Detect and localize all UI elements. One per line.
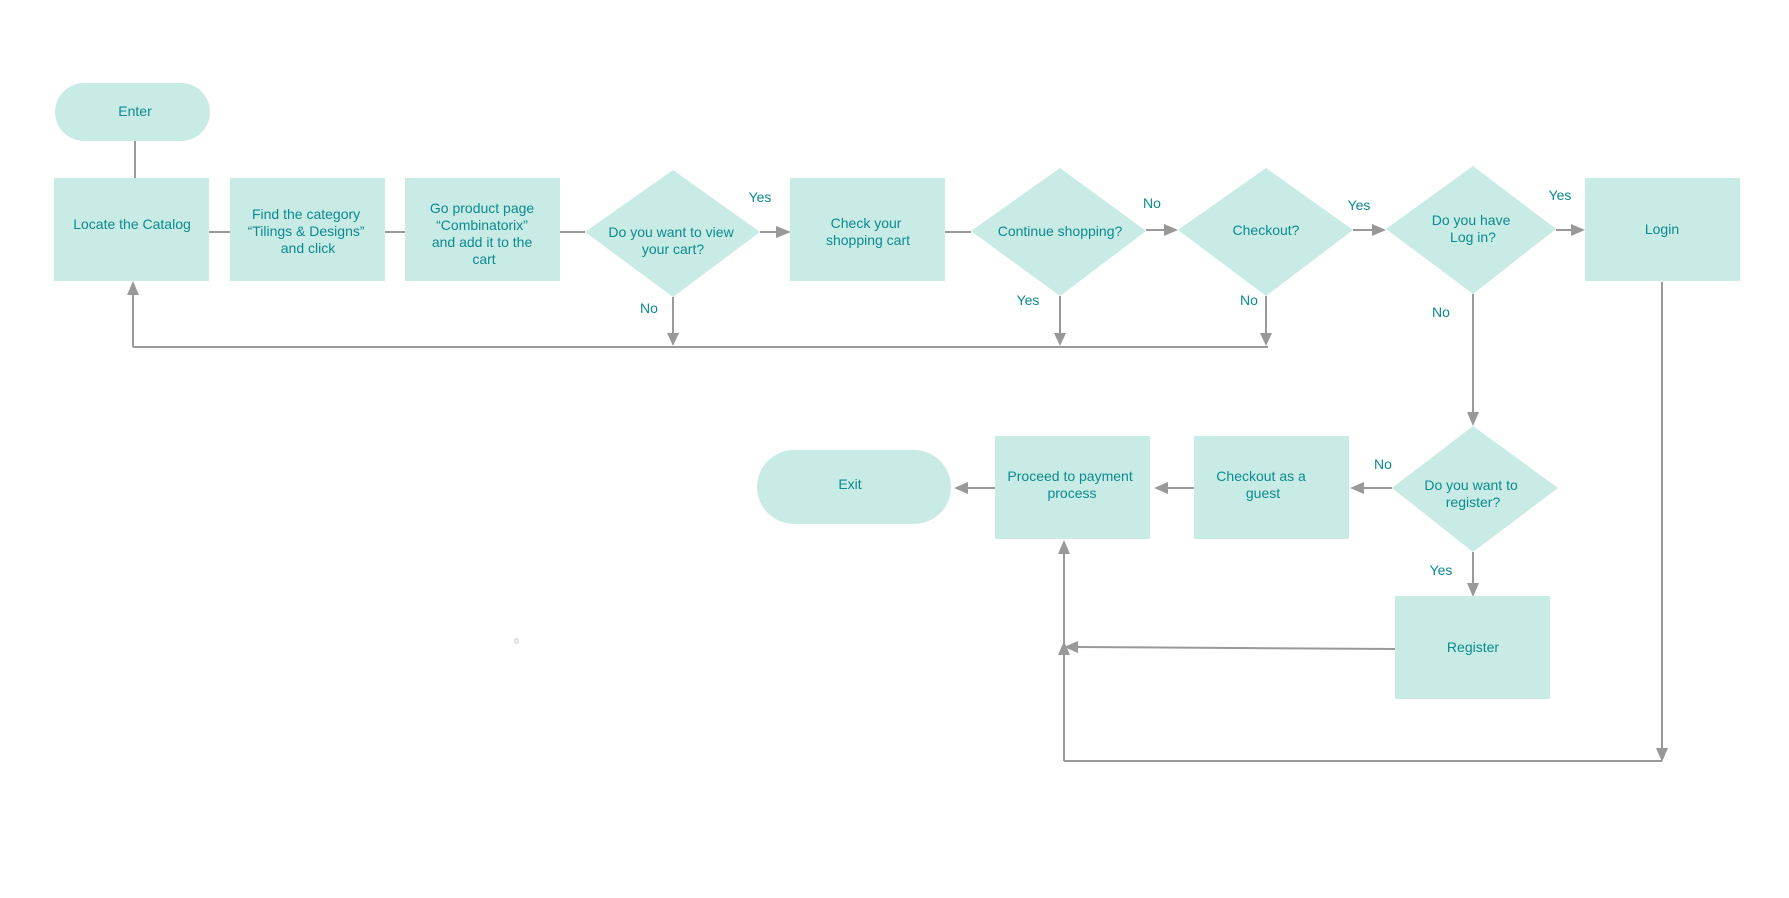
node-want-register-decision: Do you want to register?	[1392, 426, 1558, 552]
connector-register-payment	[1077, 646, 1396, 650]
node-enter: Enter	[55, 83, 210, 141]
arrowhead-to-checkout	[1164, 224, 1178, 236]
node-register: Register	[1395, 596, 1550, 699]
node-locate-catalog-label: Locate the Catalog	[73, 216, 191, 232]
node-have-login-decision: Do you have Log in?	[1386, 166, 1556, 294]
node-product-page-label: Go product page “Combinatorix” and add i…	[430, 200, 538, 267]
node-login-label: Login	[1645, 221, 1679, 237]
edge-label-continue-yes: Yes	[1017, 292, 1040, 308]
edge-label-register-yes: Yes	[1430, 562, 1453, 578]
arrowhead-to-guest	[1350, 482, 1364, 494]
node-payment: Proceed to payment process	[995, 436, 1150, 539]
arrowhead-register-to-payment-line	[1064, 641, 1078, 653]
node-register-label: Register	[1447, 639, 1499, 655]
edge-label-register-no: No	[1374, 456, 1392, 472]
node-login: Login	[1585, 178, 1740, 281]
arrowheads	[127, 224, 1668, 762]
arrowhead-to-locate	[127, 281, 139, 295]
arrowhead-to-payment	[1154, 482, 1168, 494]
node-guest-checkout: Checkout as a guest	[1194, 436, 1349, 539]
arrowhead-to-login	[1571, 224, 1585, 236]
arrowhead-continue-yes	[1054, 333, 1066, 346]
node-product-page: Go product page “Combinatorix” and add i…	[405, 178, 560, 281]
node-continue-shopping-label: Continue shopping?	[998, 223, 1123, 239]
edge-label-have-login-no: No	[1432, 304, 1450, 320]
arrowhead-to-exit	[954, 482, 968, 494]
node-payment-label: Proceed to payment process	[1007, 468, 1136, 501]
arrowhead-login-loop	[1058, 641, 1070, 655]
edge-label-view-cart-no: No	[640, 300, 658, 316]
edge-label-checkout-yes: Yes	[1348, 197, 1371, 213]
node-check-cart-label: Check your shopping cart	[826, 215, 910, 248]
edge-labels: Yes No No Yes Yes No Yes No No Yes	[640, 187, 1571, 578]
edge-label-checkout-no: No	[1240, 292, 1258, 308]
node-enter-label: Enter	[118, 103, 152, 119]
arrowhead-into-payment	[1058, 540, 1070, 554]
node-have-login-label: Do you have Log in?	[1432, 212, 1515, 245]
arrowhead-checkout-no	[1260, 333, 1272, 346]
arrowhead-login-down	[1656, 748, 1668, 762]
node-exit-label: Exit	[838, 476, 861, 492]
stray-mark	[514, 638, 519, 644]
node-checkout-decision: Checkout?	[1178, 168, 1353, 296]
arrowhead-to-havelogin	[1372, 224, 1386, 236]
node-locate-catalog: Locate the Catalog	[54, 178, 209, 281]
node-checkout-label: Checkout?	[1233, 222, 1300, 238]
node-check-cart: Check your shopping cart	[790, 178, 945, 281]
edge-label-view-cart-yes: Yes	[749, 189, 772, 205]
node-find-category: Find the category “Tilings & Designs” an…	[230, 178, 385, 281]
edge-label-continue-no: No	[1143, 195, 1161, 211]
node-guest-checkout-label: Checkout as a guest	[1216, 468, 1309, 501]
arrowhead-viewcart-no	[667, 333, 679, 346]
arrowhead-to-register-decision	[1467, 412, 1479, 426]
arrowhead-to-checkcart	[776, 226, 791, 238]
node-exit: Exit	[757, 450, 951, 524]
connectors	[132, 141, 1663, 762]
node-continue-shopping-decision: Continue shopping?	[971, 168, 1146, 296]
node-find-category-label: Find the category “Tilings & Designs” an…	[248, 206, 369, 256]
node-view-cart-decision: Do you want to view your cart?	[585, 170, 760, 297]
arrowhead-to-register	[1467, 583, 1479, 597]
node-view-cart-label: Do you want to view your cart?	[608, 224, 737, 257]
node-want-register-label: Do you want to register?	[1424, 477, 1521, 510]
edge-label-have-login-yes: Yes	[1549, 187, 1572, 203]
